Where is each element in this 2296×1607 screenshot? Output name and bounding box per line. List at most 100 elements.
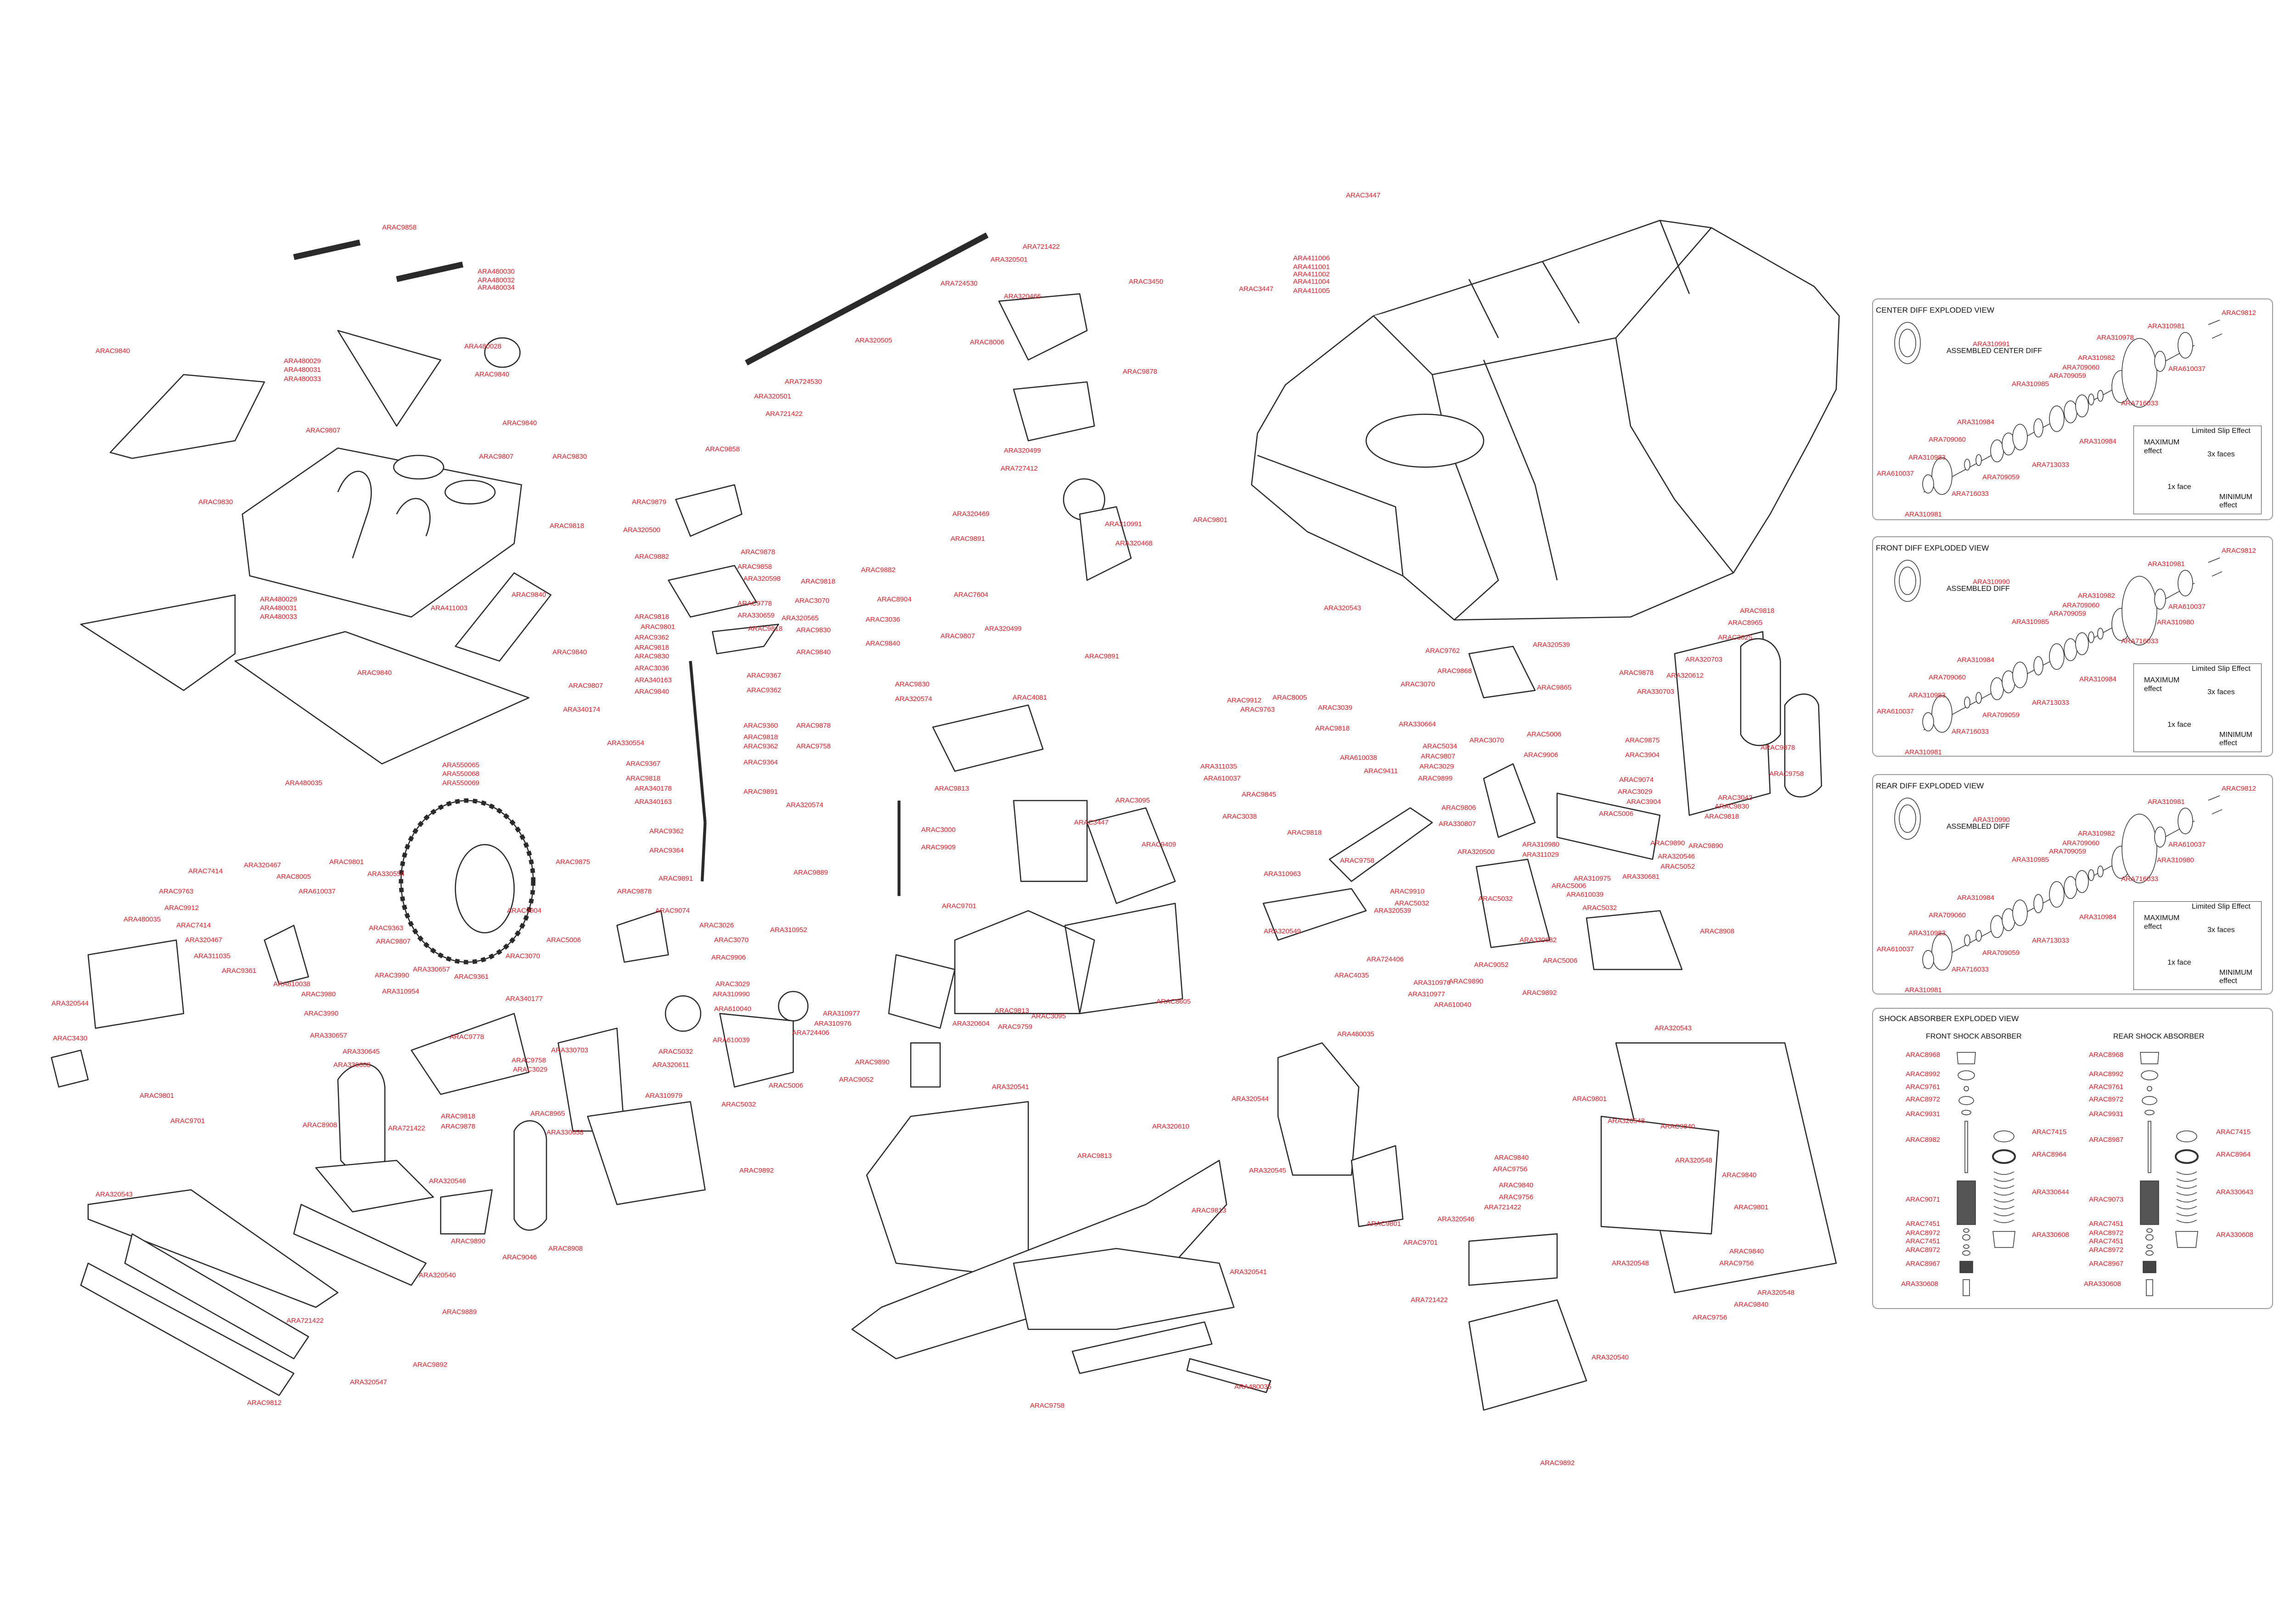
part-number-label: ARAC9890 <box>451 1237 486 1245</box>
part-number-label: ARAC8908 <box>303 1121 338 1129</box>
part-number-label: ARAC9906 <box>711 954 746 961</box>
part-number-label: ARA716033 <box>1952 490 1989 498</box>
part-number-label: ARAC9892 <box>739 1167 774 1174</box>
part-number-label: ARAC9046 <box>502 1253 537 1261</box>
part-number-label: ARAC9758 <box>796 742 831 750</box>
chassis-plate-and-skids <box>851 1101 1272 1393</box>
part-number-label: ARAC9909 <box>921 843 956 851</box>
rear-shock-part-label: ARA330608 <box>2084 1280 2121 1288</box>
part-number-label: ARAC9899 <box>1418 775 1453 782</box>
part-number-label: ARA310979 <box>645 1092 682 1100</box>
minimum-effect-label: effect <box>2219 977 2237 985</box>
tire-and-wheel <box>399 798 536 965</box>
part-number-label: ARAC9890 <box>1449 978 1484 985</box>
part-number-label: ARA610039 <box>1566 891 1604 899</box>
part-number-label: ARA320499 <box>1004 447 1041 455</box>
part-number-label: ARA310984 <box>2079 438 2116 445</box>
part-number-label: ARA480029 <box>284 357 321 365</box>
part-number-label: ARAC9812 <box>2222 547 2257 555</box>
part-number-label: ARAC9778 <box>450 1033 484 1041</box>
part-number-label: ARAC8908 <box>548 1245 583 1253</box>
rear-shock-part-label: ARAC8972 <box>2089 1246 2124 1254</box>
part-number-label: ARA320574 <box>895 695 932 703</box>
part-number-label: ARAC9367 <box>626 760 661 768</box>
roll-cage-and-seat-tray <box>80 239 551 764</box>
part-number-label: ARA310984 <box>1957 418 1994 426</box>
part-number-label: ARA310975 <box>1574 875 1611 882</box>
minimum-label: MINIMUM <box>2219 969 2252 977</box>
part-number-label: ARA610037 <box>2168 365 2206 373</box>
part-number-label: ARA610037 <box>1877 945 1914 953</box>
diff-parts-illustration <box>1894 795 2223 971</box>
part-number-label: ARAC8965 <box>1728 619 1763 627</box>
part-number-label: ARA320548 <box>1675 1157 1712 1164</box>
front-shock-title: FRONT SHOCK ABSORBER <box>1926 1033 2022 1040</box>
part-number-label: ARAC5032 <box>658 1048 693 1056</box>
part-number-label: ARAC3042 <box>1718 794 1753 802</box>
part-number-label: ARAC9818 <box>550 522 585 530</box>
part-number-label: ARAC9912 <box>1227 697 1262 704</box>
part-number-label: ARA721422 <box>388 1124 425 1132</box>
part-number-label: ARAC9813 <box>1192 1207 1227 1214</box>
part-number-label: ARAC9840 <box>475 371 510 378</box>
part-number-label: ARAC9701 <box>170 1117 205 1125</box>
part-number-label: ARA320549 <box>1264 927 1301 935</box>
part-number-label: ARAC9807 <box>568 682 603 690</box>
part-number-label: ARA310981 <box>1905 986 1942 994</box>
part-number-label: ARAC9813 <box>995 1007 1030 1015</box>
part-number-label: ARAC5006 <box>1599 810 1634 818</box>
part-number-label: ARAC9858 <box>382 224 417 231</box>
part-number-label: ARAC9830 <box>1715 803 1750 810</box>
part-number-label: ARA320544 <box>51 1000 89 1007</box>
part-number-label: ARAC9758 <box>1769 770 1804 778</box>
part-number-label: ARA320499 <box>985 625 1022 633</box>
part-number-label: ARAC9878 <box>441 1123 476 1130</box>
rear-shock-part-label: ARAC8987 <box>2089 1136 2124 1144</box>
rear-shock-part-label: ARAC9761 <box>2089 1083 2124 1091</box>
part-number-label: ARAC9904 <box>507 907 542 915</box>
part-number-label: ARA320612 <box>1666 672 1704 680</box>
part-number-label: ARAC9858 <box>705 445 740 453</box>
part-number-label: ARAC3029 <box>715 980 750 988</box>
part-number-label: ARA716033 <box>2121 637 2158 645</box>
assembled-label: ASSEMBLED CENTER DIFF <box>1947 347 2043 355</box>
part-number-label: ARAC3029 <box>1419 763 1454 770</box>
part-number-label: ARAC9362 <box>743 742 778 750</box>
part-number-label: ARAC9801 <box>641 623 675 631</box>
part-number-label: ARAC3447 <box>1239 285 1274 293</box>
part-number-label: ARAC9818 <box>1315 725 1350 732</box>
part-number-label: ARAC9840 <box>1499 1181 1534 1189</box>
front-shock-part-label: ARAC8972 <box>1906 1229 1941 1237</box>
part-number-label: ARAC9891 <box>1085 652 1120 660</box>
part-number-label: ARAC9801 <box>329 858 364 866</box>
part-number-label: ARA330703 <box>1637 688 1674 696</box>
part-number-label: ARA411006 <box>1293 254 1330 262</box>
part-number-label: ARAC9812 <box>2222 309 2257 317</box>
part-number-label: ARA716033 <box>2121 399 2158 407</box>
part-number-label: ARAC9759 <box>998 1023 1033 1031</box>
part-number-label: ARA721422 <box>765 410 803 418</box>
rear-suspension-assembly <box>1262 631 1837 1411</box>
part-number-label: ARA320501 <box>990 256 1028 264</box>
part-number-label: ARA310981 <box>1905 511 1942 518</box>
part-number-label: ARA550068 <box>442 770 479 778</box>
part-number-label: ARAC7414 <box>188 867 223 875</box>
part-number-label: ARAC9878 <box>617 888 652 895</box>
part-number-label: ARAC9879 <box>632 498 667 506</box>
part-number-label: ARAC9758 <box>1030 1402 1065 1410</box>
part-number-label: ARAC3038 <box>1222 813 1257 820</box>
part-number-label: ARA310983 <box>1908 691 1946 699</box>
part-number-label: ARAC9875 <box>556 858 591 866</box>
part-number-label: ARA480033 <box>260 613 297 621</box>
part-number-label: ARAC7604 <box>954 591 989 599</box>
minimum-label: MINIMUM <box>2219 493 2252 501</box>
part-number-label: ARA330664 <box>1399 720 1436 728</box>
part-number-label: ARA320467 <box>244 861 281 869</box>
part-number-label: ARAC9882 <box>635 553 670 561</box>
part-number-label: ARA727412 <box>1001 465 1038 472</box>
part-number-label: ARA480029 <box>260 596 297 603</box>
one-face-label: 1x face <box>2167 959 2191 966</box>
part-number-label: ARAC3990 <box>304 1010 339 1017</box>
